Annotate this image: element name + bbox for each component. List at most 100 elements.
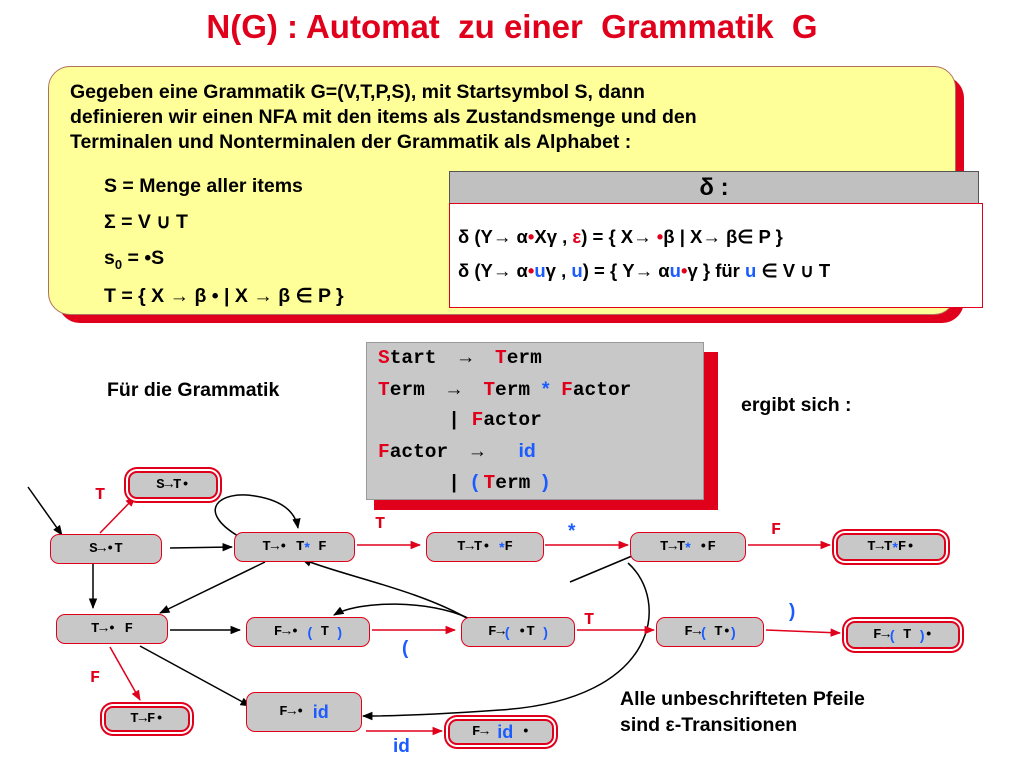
- node-t-dot-tf: T→• T* F: [234, 532, 355, 562]
- start-symbol: s: [104, 247, 115, 269]
- arrow-fparen-to-tdottf: [301, 558, 471, 621]
- n13-a: F→•: [279, 704, 313, 720]
- g-l3-f: F: [471, 409, 484, 431]
- page-title: N(G) : Automat zu einer Grammatik G: [206, 8, 818, 45]
- grammar-rule-start: Start → Term: [378, 347, 542, 369]
- n11-a: F→: [873, 627, 890, 643]
- definition-final-states: T = { X → β • | X → β ∈ P }: [104, 285, 344, 307]
- n11-open: (: [889, 627, 895, 643]
- delta-r2-b: γ ,: [545, 260, 572, 281]
- label-f-1: F: [771, 521, 782, 540]
- node-f-dot-id: F→• id: [246, 692, 362, 732]
- label-t-3: T: [584, 611, 595, 630]
- g-l5-open: (: [471, 471, 484, 493]
- node-s-dot-t: S→•T: [50, 534, 162, 564]
- node-f-dot-paren: F→• ( T ): [246, 617, 370, 647]
- arrow-tdotf-f: [109, 646, 141, 701]
- definition-intro-2: definieren wir einen NFA mit den items a…: [70, 106, 697, 128]
- n9-b: •T: [509, 624, 544, 640]
- n14-a: F→: [471, 724, 498, 740]
- grammar-box: [366, 342, 704, 500]
- n6-star: *: [892, 539, 898, 555]
- n11-b: T: [894, 627, 920, 643]
- note-2b: -Transitionen: [674, 714, 798, 736]
- n5-a: T→T: [660, 539, 686, 555]
- node-f-paren-dot-t: F→( •T ): [461, 617, 575, 647]
- definition-intro-1: Gegeben eine Grammatik G=(V,T,P,S), mit …: [70, 81, 645, 103]
- arrow-fparen-to-fdotparen: [333, 603, 469, 619]
- g-l2-b: erm: [495, 379, 542, 401]
- delta-r1-b: Xγ ,: [534, 226, 573, 247]
- g-l5-close: ): [542, 471, 549, 493]
- n6-a: T→T: [867, 539, 893, 555]
- delta-r2-d: γ } für: [687, 260, 746, 281]
- n14-id: id: [497, 721, 514, 742]
- n4-a: T→T•: [457, 539, 500, 555]
- g-l2-a: erm →: [389, 379, 484, 401]
- node-t-t-star-dot: T→T* •F: [630, 532, 746, 562]
- label-id: id: [393, 736, 410, 757]
- delta-r2-e: ∈ V ∪ T: [756, 260, 831, 281]
- n3-a: T→• T: [262, 539, 305, 555]
- g-l2-t: T: [378, 379, 390, 401]
- arrow-ttstar-to-tdotf: [569, 555, 633, 583]
- n3-b: F: [309, 539, 327, 555]
- g-l2-f: F: [561, 379, 573, 401]
- arrow-fparentdot-close: [765, 628, 842, 637]
- g-l4-f: F: [378, 441, 390, 463]
- grammar-rule-factor-alt: | ( Term ): [378, 471, 549, 494]
- n3-star: *: [304, 539, 310, 555]
- n11-c: •: [924, 627, 933, 643]
- n10-open: (: [701, 624, 706, 640]
- n11-close: ): [919, 627, 925, 643]
- node-f-paren-t-dot: F→( T•): [656, 617, 764, 647]
- grammar-rule-term: Term → Term * Factor: [378, 378, 631, 401]
- n10-a: F→: [684, 624, 702, 640]
- arrow-self-loop: [214, 494, 301, 537]
- delta-r1-dot: •: [527, 226, 535, 247]
- n9-open: (: [504, 624, 510, 640]
- delta-r2-u2: u: [571, 260, 583, 281]
- delta-r1-d: β | X→ β∈ P }: [663, 226, 783, 247]
- n8-open: (: [307, 624, 313, 640]
- g-l2-c: actor: [572, 379, 632, 401]
- delta-body: [449, 203, 983, 308]
- g-l2-t2: T: [483, 379, 496, 401]
- definition-start-state: s0 = •S: [104, 247, 164, 272]
- delta-r1-c: ) = { X→: [581, 226, 657, 247]
- label-t-1: T: [95, 486, 106, 505]
- arrow-initial: [27, 486, 63, 536]
- node-t-dot-f: T→• F: [56, 614, 168, 644]
- delta-header: δ :: [449, 171, 979, 205]
- n14-b: •: [513, 724, 531, 740]
- g-l4-a: actor →: [389, 441, 519, 463]
- delta-r1-a: δ (Y→ α: [458, 226, 528, 247]
- g-l1-t: T: [495, 347, 507, 369]
- delta-r2-c: ) = { Y→ α: [582, 260, 670, 281]
- delta-r1-eps: ε: [572, 226, 582, 247]
- note-eps: ε: [665, 714, 675, 736]
- delta-rule-symbol: δ (Y→ α•uγ , u) = { Y→ αu•γ } für u ∈ V …: [458, 260, 830, 282]
- n10-b: T•: [705, 624, 732, 640]
- arrow-ttstar-to-fdotparen-long: [361, 562, 650, 721]
- definition-intro-3: Terminalen und Nonterminalen der Grammat…: [70, 131, 632, 153]
- definition-states: S = Menge aller items: [104, 175, 303, 197]
- g-l4-id: id: [518, 440, 536, 462]
- g-l5-erm: erm: [495, 472, 543, 494]
- n4-b: F: [504, 539, 513, 555]
- n8-b: T: [312, 624, 338, 640]
- n5-b: •F: [690, 539, 716, 555]
- note-line-1: Alle unbeschrifteten Pfeile: [620, 688, 865, 710]
- node-f-id-final: F→ id •: [448, 719, 554, 745]
- arrow-st-t: [99, 496, 136, 534]
- n8-close: ): [337, 624, 343, 640]
- n6-b: F•: [897, 539, 915, 555]
- delta-r2-dot: •: [527, 260, 535, 281]
- node-f-paren-final: F→( T )•: [846, 621, 960, 649]
- g-l1-rest: tart →: [389, 347, 496, 369]
- n13-id: id: [312, 701, 329, 722]
- grammar-rule-term-alt: | Factor: [378, 409, 542, 431]
- note-line-2: sind ε-Transitionen: [620, 712, 865, 738]
- grammar-intro: Für die Grammatik: [107, 379, 280, 401]
